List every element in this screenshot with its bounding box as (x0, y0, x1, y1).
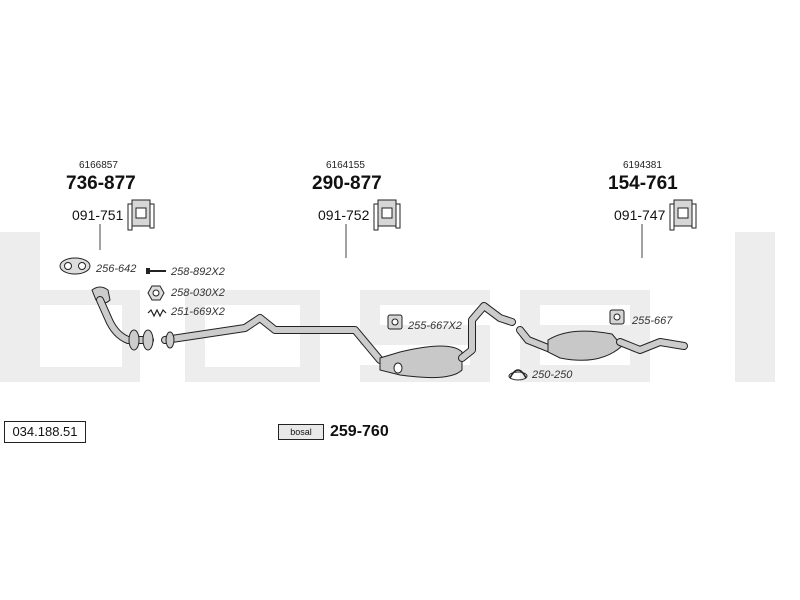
mount-number-1[interactable]: 091-751 (72, 207, 124, 223)
kit-number[interactable]: 259-760 (330, 423, 389, 440)
front-muffler-part[interactable] (379, 302, 516, 379)
mid-rubber-label[interactable]: 255-667X2 (408, 320, 462, 332)
kit-logo: bosal (278, 424, 324, 440)
downpipe-part[interactable] (91, 286, 154, 351)
mid-rubber-icon[interactable] (387, 314, 403, 330)
mount-icon-1[interactable] (127, 199, 155, 231)
gasket-label[interactable]: 256-642 (96, 263, 137, 275)
nut-icon[interactable] (147, 285, 165, 301)
oe-number-3: 6194381 (623, 160, 662, 171)
gasket-icon[interactable] (59, 257, 91, 275)
part-number-3[interactable]: 154-761 (608, 173, 678, 194)
spring-label[interactable]: 251-669X2 (171, 306, 225, 318)
mount-number-3[interactable]: 091-747 (614, 207, 666, 223)
middle-pipe-part[interactable] (161, 314, 384, 364)
rear-rubber-icon[interactable] (609, 309, 625, 325)
rear-rubber-label[interactable]: 255-667 (632, 315, 673, 327)
reference-number: 034.188.51 (4, 421, 86, 443)
oe-number-1: 6166857 (79, 160, 118, 171)
spring-icon[interactable] (147, 308, 167, 318)
part-number-1[interactable]: 736-877 (66, 173, 136, 194)
clamp-icon[interactable] (508, 369, 528, 381)
bolt-icon[interactable] (146, 268, 166, 274)
clamp-label[interactable]: 250-250 (532, 369, 573, 381)
part-number-2[interactable]: 290-877 (312, 173, 382, 194)
mount-number-2[interactable]: 091-752 (318, 207, 370, 223)
nut-label[interactable]: 258-030X2 (171, 287, 225, 299)
rear-muffler-part[interactable] (516, 326, 688, 361)
bolt-label[interactable]: 258-892X2 (171, 266, 225, 278)
mount-icon-3[interactable] (669, 199, 697, 231)
mount-icon-2[interactable] (373, 199, 401, 231)
oe-number-2: 6164155 (326, 160, 365, 171)
